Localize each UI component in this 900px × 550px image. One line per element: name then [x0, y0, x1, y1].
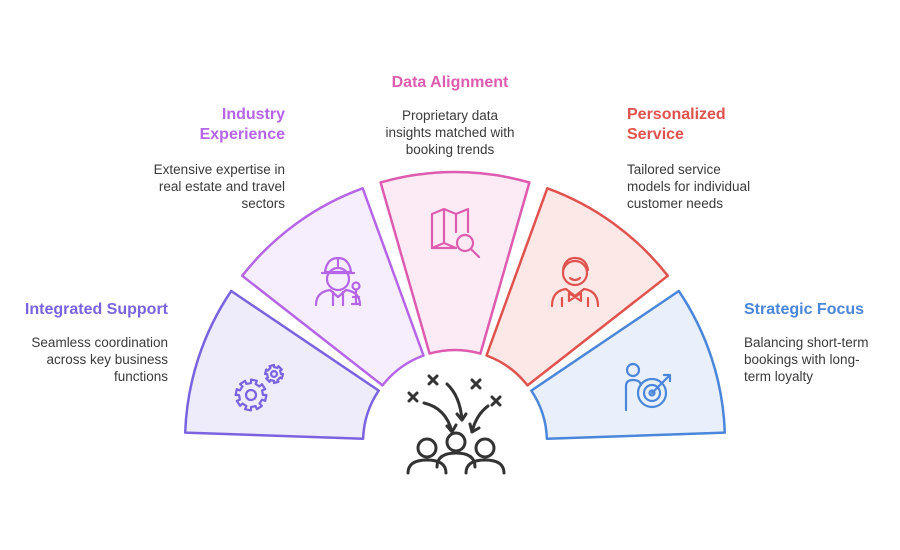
- target-person-icon: [624, 362, 672, 412]
- waiter-icon: [550, 256, 600, 308]
- worker-icon: [314, 256, 362, 307]
- label-personalized-service: Personalized Service Tailored service mo…: [627, 105, 797, 212]
- title-line: Service: [627, 126, 684, 143]
- title-line: Personalized: [627, 106, 726, 123]
- gear-hub: [270, 370, 279, 379]
- desc-line: Balancing short-term: [744, 335, 869, 350]
- desc-line: Tailored service: [627, 162, 721, 177]
- desc-integrated-support: Seamless coordination across key busines…: [0, 334, 168, 385]
- segment-industry-experience: [240, 187, 425, 387]
- desc-line: bookings with long-: [744, 352, 860, 367]
- desc-line: real estate and travel: [158, 179, 285, 194]
- desc-industry-experience: Extensive expertise in real estate and t…: [115, 161, 285, 212]
- desc-line: customer needs: [627, 196, 724, 211]
- segment-strategic-focus: [530, 289, 727, 441]
- title-strategic-focus: Strategic Focus: [744, 301, 865, 318]
- title-line: Experience: [199, 126, 285, 143]
- title-line: Industry: [221, 106, 285, 123]
- map-search-icon: [430, 207, 481, 259]
- label-integrated-support: Integrated Support Seamless coordination…: [0, 300, 168, 385]
- desc-line: functions: [113, 369, 168, 384]
- segment-data-alignment: [379, 170, 531, 355]
- desc-line: Extensive expertise in: [153, 162, 285, 177]
- desc-line: Seamless coordination: [31, 335, 168, 350]
- label-strategic-focus: Strategic Focus Balancing short-term boo…: [744, 300, 894, 385]
- title-personalized-service: Personalized Service: [627, 105, 797, 145]
- desc-data-alignment: Proprietary data insights matched with b…: [355, 107, 545, 158]
- desc-line: across key business: [46, 352, 168, 367]
- desc-line: Proprietary data: [401, 108, 499, 123]
- title-industry-experience: Industry Experience: [115, 105, 285, 145]
- desc-personalized-service: Tailored service models for individual c…: [627, 161, 797, 212]
- gears-icon: [234, 363, 285, 412]
- segment-personalized-service: [485, 187, 670, 387]
- team-strategy-icon: [406, 374, 506, 475]
- segment-integrated-support: [183, 289, 380, 441]
- desc-line: booking trends: [405, 142, 495, 157]
- gear-hub: [244, 388, 258, 402]
- title-data-alignment: Data Alignment: [391, 74, 509, 91]
- title-integrated-support: Integrated Support: [24, 301, 168, 318]
- gear-icon: [263, 363, 285, 385]
- label-industry-experience: Industry Experience Extensive expertise …: [115, 105, 285, 212]
- desc-line: models for individual: [627, 179, 751, 194]
- desc-line: insights matched with: [385, 125, 515, 140]
- gear-icon: [234, 378, 268, 412]
- desc-line: term loyalty: [744, 369, 814, 384]
- desc-strategic-focus: Balancing short-term bookings with long-…: [744, 334, 894, 385]
- segments-layer: [183, 170, 727, 441]
- label-data-alignment: Data Alignment Proprietary data insights…: [355, 73, 545, 158]
- desc-line: sectors: [241, 196, 285, 211]
